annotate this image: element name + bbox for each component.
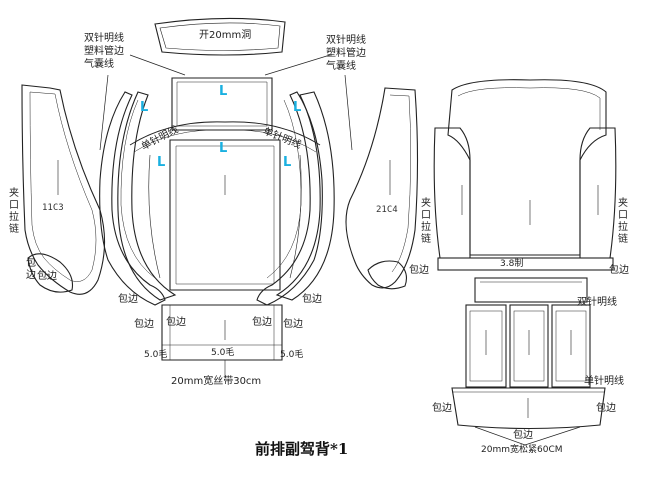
mark-l-5: L xyxy=(219,141,228,156)
binding-label-8: 包边 xyxy=(409,265,429,276)
mark-l-2: L xyxy=(219,84,228,99)
pleat-right xyxy=(551,304,591,388)
mark-l-1: L xyxy=(140,100,149,115)
left-side-strip xyxy=(99,91,166,306)
left-side-strip-inner xyxy=(120,99,156,279)
seat-back-inner xyxy=(457,87,601,130)
double-stitch-label: 双针明线 xyxy=(577,297,617,308)
binding-label-3: 包边 xyxy=(302,294,322,305)
mark-l-4: L xyxy=(157,155,166,170)
callout-line-left-1 xyxy=(129,54,186,76)
binding-label-7: 包边 xyxy=(283,319,303,330)
center-main-inner xyxy=(175,145,275,285)
strip-3-8 xyxy=(437,257,614,271)
panel-21C4-inner xyxy=(389,94,412,273)
binding-label-10: 包边 xyxy=(432,403,452,414)
seat-back-outline xyxy=(447,79,607,256)
binding-label-12: 包边 xyxy=(513,430,533,441)
double-stitch-panel xyxy=(474,277,588,303)
callout-right-3: 气囊线 xyxy=(326,61,356,72)
callout-left-2: 塑料管边 xyxy=(84,46,124,57)
left-tab xyxy=(27,253,74,293)
left-zipper-label: 夹口拉链 xyxy=(9,188,19,235)
right-side-strip-inner xyxy=(266,99,302,279)
top-cap-piece xyxy=(154,17,286,56)
binding-label-11: 包边 xyxy=(596,403,616,414)
top-cap-inner xyxy=(159,22,281,51)
right-assembly-left-side xyxy=(433,127,471,259)
center-upper-panel xyxy=(171,77,273,131)
measure-mid: 5.0毛 xyxy=(211,348,235,358)
callout-line-right-1 xyxy=(264,54,331,76)
left-curved-frame xyxy=(117,91,177,301)
elastic-label: 20mm宽松紧60CM xyxy=(481,445,563,455)
right-assembly-right-side xyxy=(579,127,617,259)
panel-11C3 xyxy=(21,84,106,295)
pleat-mid xyxy=(509,304,549,388)
callout-left-1: 双针明线 xyxy=(84,33,124,44)
binding-label-4: 包边 xyxy=(134,319,154,330)
left-binding-label: 包边 xyxy=(26,258,36,281)
callout-line-left-2 xyxy=(99,74,109,151)
strap-label: 20mm宽丝带30cm xyxy=(171,376,262,387)
binding-label-2: 包边 xyxy=(118,294,138,305)
center-arc-band-right xyxy=(289,154,302,279)
callout-right-2: 塑料管边 xyxy=(326,48,366,59)
right-zipper-label-b: 夹口拉链 xyxy=(618,198,628,245)
callout-line-right-2 xyxy=(344,74,353,151)
measure-right: 5.0毛 xyxy=(280,350,304,360)
binding-label-6: 包边 xyxy=(252,317,272,328)
panel-11C3-inner xyxy=(29,91,97,282)
elastic-lines xyxy=(474,426,581,446)
panel-21C4 xyxy=(345,87,419,289)
bottom-strip-piece xyxy=(161,304,283,361)
binding-label-5: 包边 xyxy=(166,317,186,328)
center-upper-inner xyxy=(176,81,268,127)
diagram-title: 前排副驾背*1 xyxy=(255,440,349,458)
code-left-panel: 11C3 xyxy=(42,203,64,213)
center-arc-band-left xyxy=(148,154,161,279)
right-zipper-label-a: 夹口拉链 xyxy=(421,198,431,245)
center-main-panel xyxy=(169,139,281,291)
bottom-band xyxy=(451,387,606,430)
top-cap-label: 开20mm洞 xyxy=(199,30,252,41)
callout-right-1: 双针明线 xyxy=(326,35,366,46)
binding-label-1: 包边 xyxy=(37,271,57,282)
binding-label-9: 包边 xyxy=(609,265,629,276)
right-curved-frame xyxy=(275,91,335,301)
single-stitch-label: 单针明线 xyxy=(584,376,624,387)
pleat-left xyxy=(465,304,507,388)
mark-l-3: L xyxy=(293,100,302,115)
mark-l-6: L xyxy=(283,155,292,170)
code-right-panel: 21C4 xyxy=(376,205,398,215)
measure-left: 5.0毛 xyxy=(144,350,168,360)
callout-left-3: 气囊线 xyxy=(84,59,114,70)
strip-label: 3.8制 xyxy=(500,259,524,269)
right-tab xyxy=(367,260,407,290)
